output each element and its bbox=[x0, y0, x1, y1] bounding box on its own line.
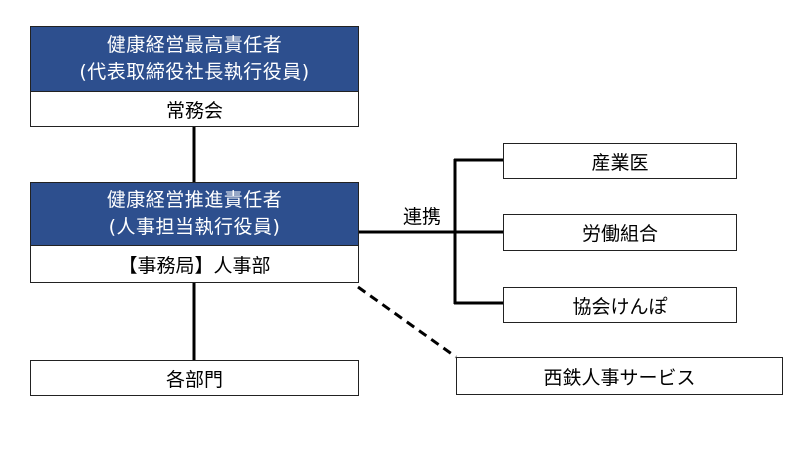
departments-box: 各部門 bbox=[30, 360, 359, 396]
chief-officer-header: 健康経営最高責任者 (代表取締役社長執行役員) bbox=[31, 27, 358, 91]
partner-label-3: 協会けんぽ bbox=[572, 295, 668, 318]
executive-committee-label: 常務会 bbox=[165, 99, 223, 122]
external-service-box: 西鉄人事サービス bbox=[456, 357, 783, 395]
departments-label: 各部門 bbox=[165, 368, 223, 391]
partner-box-2: 労働組合 bbox=[503, 214, 737, 251]
executive-committee: 常務会 bbox=[31, 91, 358, 126]
dashed-connector-external bbox=[357, 285, 457, 359]
cooperation-label: 連携 bbox=[403, 206, 442, 228]
partner-label-2: 労働組合 bbox=[581, 223, 658, 245]
secretariat-label: 【事務局】人事部 bbox=[118, 254, 271, 277]
partner-box-1: 産業医 bbox=[503, 143, 737, 179]
chief-officer-box: 健康経営最高責任者 (代表取締役社長執行役員) 常務会 bbox=[30, 26, 359, 127]
secretariat: 【事務局】人事部 bbox=[31, 245, 358, 282]
external-service-label: 西鉄人事サービス bbox=[543, 366, 696, 389]
promotion-officer-box: 健康経営推進責任者 (人事担当執行役員) 【事務局】人事部 bbox=[30, 182, 359, 283]
promotion-officer-header: 健康経営推進責任者 (人事担当執行役員) bbox=[31, 183, 358, 245]
chief-officer-title: 健康経営最高責任者 bbox=[106, 34, 283, 56]
partner-box-3: 協会けんぽ bbox=[503, 287, 737, 323]
partner-label-1: 産業医 bbox=[591, 151, 649, 174]
chief-officer-role: (代表取締役社長執行役員) bbox=[79, 61, 310, 83]
promotion-officer-role: (人事担当執行役員) bbox=[108, 216, 281, 238]
promotion-officer-title: 健康経営推進責任者 bbox=[106, 189, 283, 211]
